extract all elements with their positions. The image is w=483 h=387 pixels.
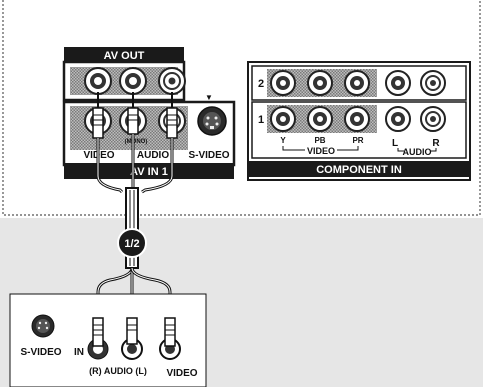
component-row-2-label: 2 bbox=[258, 78, 264, 90]
component-l-label: L bbox=[392, 138, 398, 149]
step-badge: 1/2 bbox=[117, 228, 147, 258]
component-video-label: VIDEO bbox=[307, 146, 335, 156]
component-video-bracket bbox=[282, 146, 359, 151]
device-svideo-label: S-VIDEO bbox=[20, 347, 61, 358]
av-in-label: AV IN 1 bbox=[130, 166, 168, 178]
component-row-1-label: 1 bbox=[258, 114, 264, 126]
device-audio-label: (R) AUDIO (L) bbox=[89, 366, 147, 376]
device-jack-audio-l bbox=[121, 317, 143, 360]
component-audio-bracket bbox=[397, 148, 437, 152]
av-out-bar bbox=[64, 47, 184, 63]
component-y-label: Y bbox=[280, 136, 286, 145]
av-in-bar bbox=[64, 163, 234, 179]
device-svideo-port bbox=[31, 314, 55, 338]
av-in-audio-label: AUDIO bbox=[137, 150, 169, 161]
component-r-label: R bbox=[432, 138, 440, 149]
device-in-label: IN bbox=[74, 347, 84, 358]
av-out-jack-audio-r bbox=[158, 67, 186, 95]
av-out-jack-audio-l bbox=[119, 67, 147, 95]
av-in-svideo-label: S-VIDEO bbox=[188, 150, 229, 161]
device-jack-audio-r bbox=[87, 317, 109, 360]
device-jack-video bbox=[159, 317, 181, 360]
av-out-label: AV OUT bbox=[104, 50, 145, 62]
step-badge-label: 1/2 bbox=[124, 238, 139, 250]
wall-dotted-border bbox=[2, 0, 481, 216]
component-in-label: COMPONENT IN bbox=[316, 164, 402, 176]
device-video-label: VIDEO bbox=[166, 368, 197, 379]
component-panel: 2 1 bbox=[247, 61, 471, 181]
component-row-2-jacks bbox=[270, 70, 446, 96]
component-in-bar bbox=[248, 161, 470, 177]
av-in-mono-label: (MONO) bbox=[125, 139, 148, 145]
component-audio-label: AUDIO bbox=[403, 147, 432, 157]
av-out-jack-video bbox=[84, 67, 112, 95]
svideo-marker: ▼ bbox=[205, 93, 213, 102]
tv-av-panel: AV OUT bbox=[62, 47, 236, 179]
component-pr-label: PR bbox=[352, 136, 363, 145]
external-device: S-VIDEO IN (R) AUDIO (L) VIDEO bbox=[9, 293, 207, 387]
component-row-1-jacks bbox=[270, 106, 446, 132]
component-pb-label: PB bbox=[314, 136, 325, 145]
av-in-svideo-port bbox=[197, 106, 227, 136]
